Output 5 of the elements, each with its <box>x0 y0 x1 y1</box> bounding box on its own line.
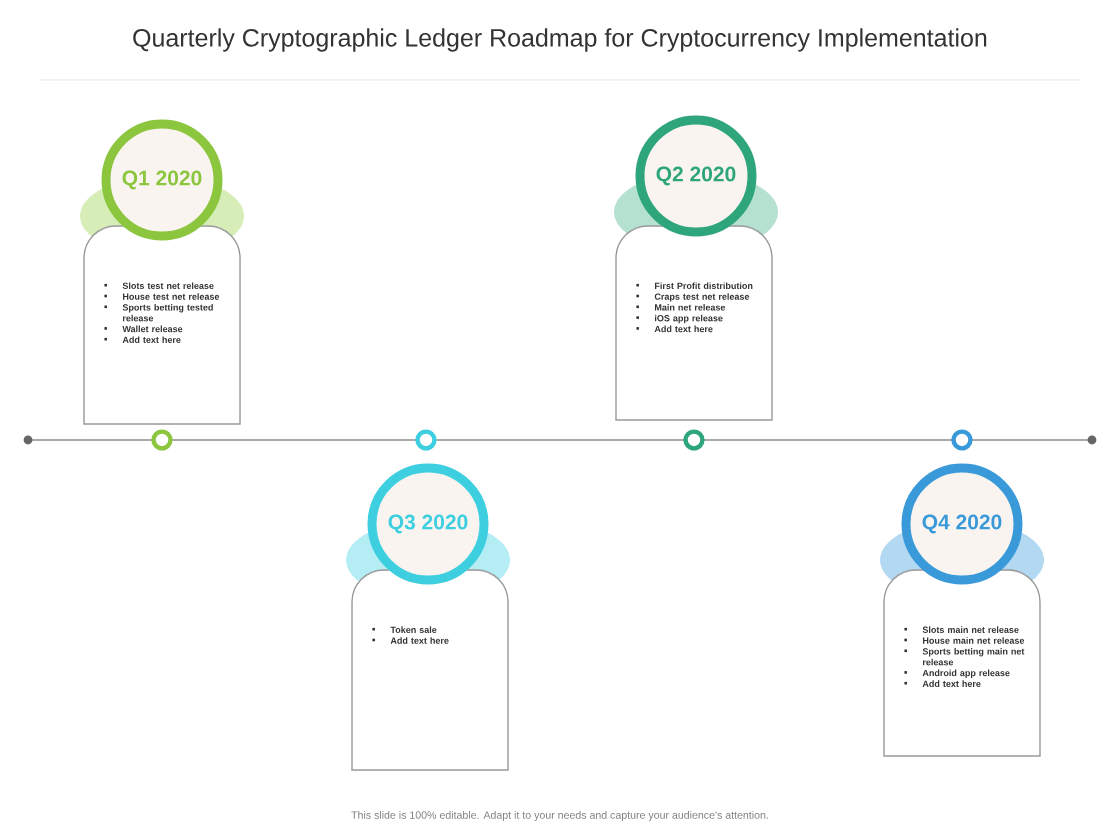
text-card <box>615 225 773 421</box>
text-card <box>883 569 1041 757</box>
text-card <box>351 569 509 771</box>
text-card <box>83 225 241 425</box>
title: Quarterly Cryptographic Ledger Roadmap for Cryptocurrency Implementation <box>133 28 987 52</box>
